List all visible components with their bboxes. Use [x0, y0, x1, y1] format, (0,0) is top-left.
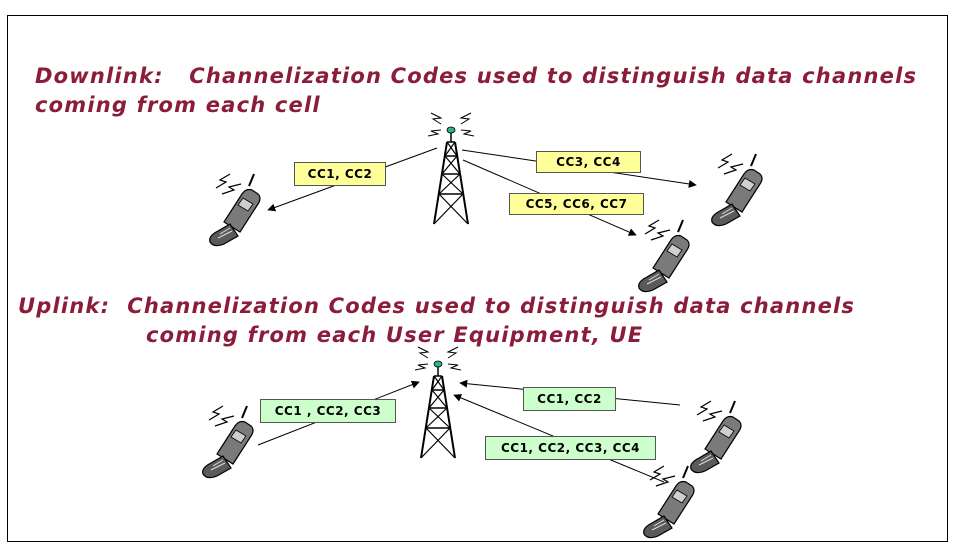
- mobile-phone-icon: [201, 405, 254, 479]
- downlink-label-cc3-cc4: CC3, CC4: [536, 151, 641, 173]
- mobile-phone-icon: [637, 219, 690, 293]
- uplink-heading-line1: Uplink: Channelization Codes used to dis…: [18, 294, 856, 318]
- uplink-diagram: [201, 346, 742, 539]
- diagram-frame: [7, 15, 948, 542]
- mobile-phone-icon: [689, 400, 742, 474]
- mobile-phone-icon: [208, 173, 261, 247]
- downlink-label-cc5-cc6-cc7: CC5, CC6, CC7: [509, 193, 644, 215]
- uplink-label-cc1-cc2-cc3: CC1 , CC2, CC3: [260, 399, 396, 423]
- downlink-diagram: [208, 112, 763, 293]
- cell-tower-icon: [427, 112, 475, 225]
- uplink-label-cc1-cc2-cc3-cc4: CC1, CC2, CC3, CC4: [485, 436, 656, 460]
- downlink-heading-line2: coming from each cell: [35, 93, 321, 117]
- uplink-heading-line2: coming from each User Equipment, UE: [146, 323, 644, 347]
- uplink-label-cc1-cc2: CC1, CC2: [523, 387, 616, 411]
- downlink-heading-line1: Downlink: Channelization Codes used to d…: [35, 64, 918, 88]
- cell-tower-icon: [414, 346, 462, 459]
- mobile-phone-icon: [710, 153, 763, 227]
- downlink-label-cc1-cc2: CC1, CC2: [294, 162, 386, 186]
